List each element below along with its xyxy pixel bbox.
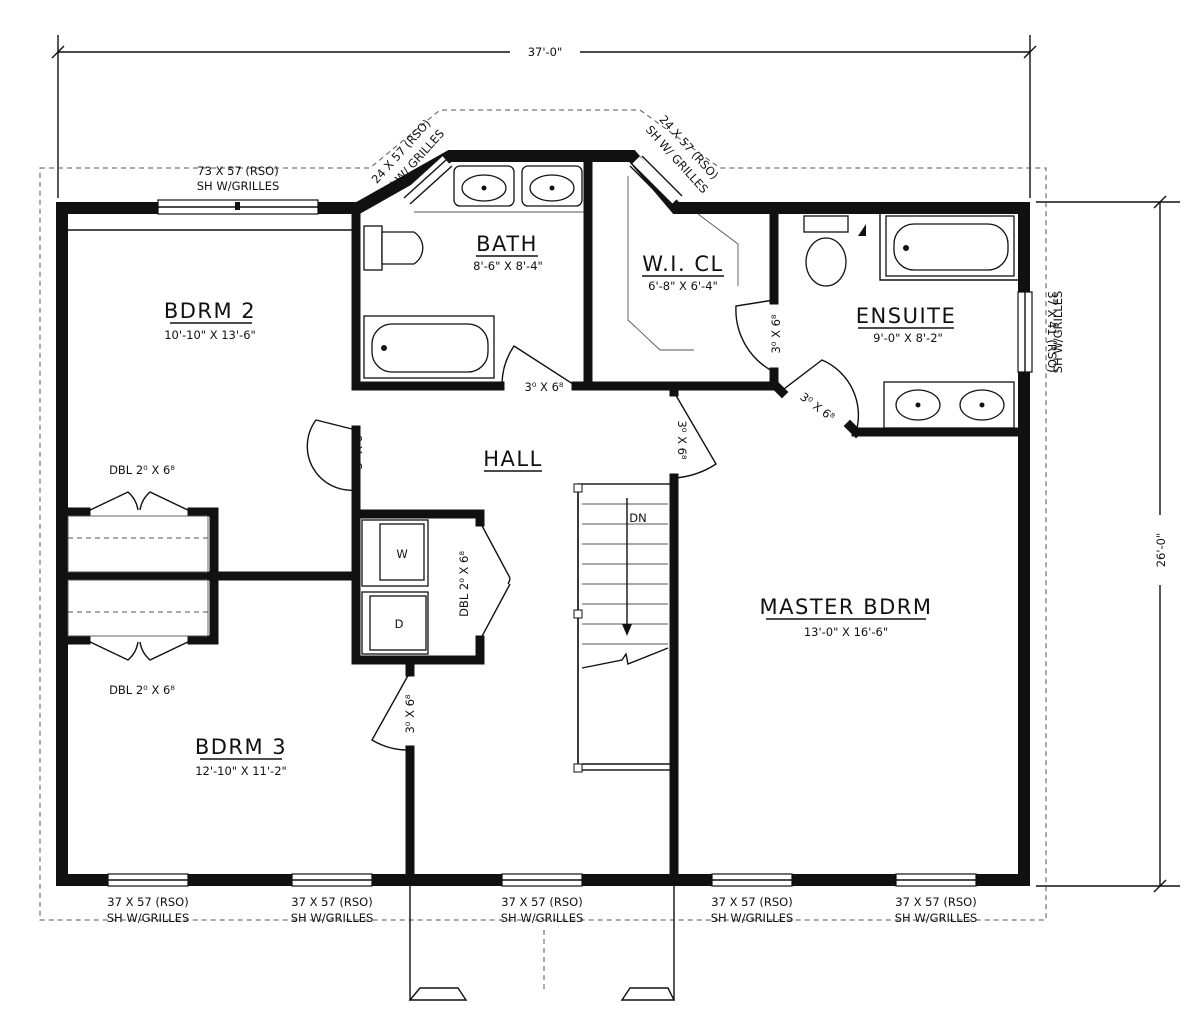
closet-shelves [67,515,209,637]
bath-fixtures [363,165,584,379]
window-label-bottom-5-size: 37 X 57 (RSO) [895,895,976,909]
overall-depth-label: 26'-0" [1154,533,1168,568]
window-bottom-2 [291,873,373,887]
door-label-ensuite: 3⁰ X 6⁸ [797,390,837,425]
overall-depth-dimension: 26'-0" [1036,195,1180,893]
door-label-bdrm3: 3⁰ X 6⁸ [403,694,417,733]
roof-overhang-outline [39,109,1047,921]
room-name-wicl: W.I. CL [642,252,723,276]
door-label-bath: 3⁰ X 6⁸ [524,380,563,394]
window-label-bottom-1-type: SH W/GRILLES [107,911,190,925]
door-label-closet-lower: DBL 2⁰ X 6⁸ [109,683,175,697]
windows [107,155,1033,887]
room-size-bath: 8'-6" X 8'-4" [473,259,543,273]
dryer-label: D [395,617,404,631]
door-label-bdrm2: 3⁰ X 6⁸ [351,430,365,469]
closet-rods [627,176,739,351]
overall-width-label: 37'-0" [528,45,563,59]
window-label-bottom-1-size: 37 X 57 (RSO) [107,895,188,909]
door-label-wicl: 3⁰ X 6⁸ [769,314,783,353]
window-label-bottom-4-size: 37 X 57 (RSO) [711,895,792,909]
front-porch [408,886,676,1001]
window-label-top-left-size: 73 X 57 (RSO) [197,164,278,178]
room-name-bdrm3: BDRM 3 [195,735,287,759]
window-label-bottom-2-size: 37 X 57 (RSO) [291,895,372,909]
window-label-bottom-4-type: SH W/GRILLES [711,911,794,925]
laundry-appliances [361,519,429,655]
door-label-laundry: DBL 2⁰ X 6⁸ [457,551,471,617]
room-labels: BDRM 2 10'-10" X 13'-6" BATH 8'-6" X 8'-… [164,232,956,778]
room-name-bdrm2: BDRM 2 [164,299,256,323]
room-size-bdrm3: 12'-10" X 11'-2" [195,764,287,778]
window-closet-angled [632,156,680,204]
exterior-walls [56,150,1030,886]
window-bottom-3 [501,873,583,887]
door-label-closet-upper: DBL 2⁰ X 6⁸ [109,463,175,477]
door-label-master: 3⁰ X 6⁸ [675,420,689,459]
ensuite-fixtures [803,215,1015,429]
room-size-ensuite: 9'-0" X 8'-2" [873,331,943,345]
room-size-master: 13'-0" X 16'-6" [804,625,888,639]
window-label-top-left-type: SH W/GRILLES [197,179,280,193]
room-size-wicl: 6'-8" X 6'-4" [648,279,718,293]
room-name-bath: BATH [476,232,538,256]
window-bottom-1 [107,873,189,887]
door-swings [85,299,863,751]
washer-label: W [396,547,407,561]
room-name-ensuite: ENSUITE [856,304,956,328]
interior-walls [57,155,1023,885]
window-label-bottom-2-type: SH W/GRILLES [291,911,374,925]
window-bottom-4 [711,873,793,887]
overall-width-dimension: 37'-0" [51,35,1037,198]
room-name-hall: HALL [483,447,543,471]
window-label-bottom-5-type: SH W/GRILLES [895,911,978,925]
window-label-ensuite-size: 37 X 41 (RSO) [1045,291,1059,372]
room-size-bdrm2: 10'-10" X 13'-6" [164,328,256,342]
window-label-bottom-3-size: 37 X 57 (RSO) [501,895,582,909]
stairs: DN [573,483,673,773]
window-label-ensuite-type: SH W/GRILLES [1051,291,1065,374]
window-bottom-5 [895,873,977,887]
stairs-direction-label: DN [629,511,646,525]
room-name-master: MASTER BDRM [760,595,933,619]
window-label-bottom-3-type: SH W/GRILLES [501,911,584,925]
